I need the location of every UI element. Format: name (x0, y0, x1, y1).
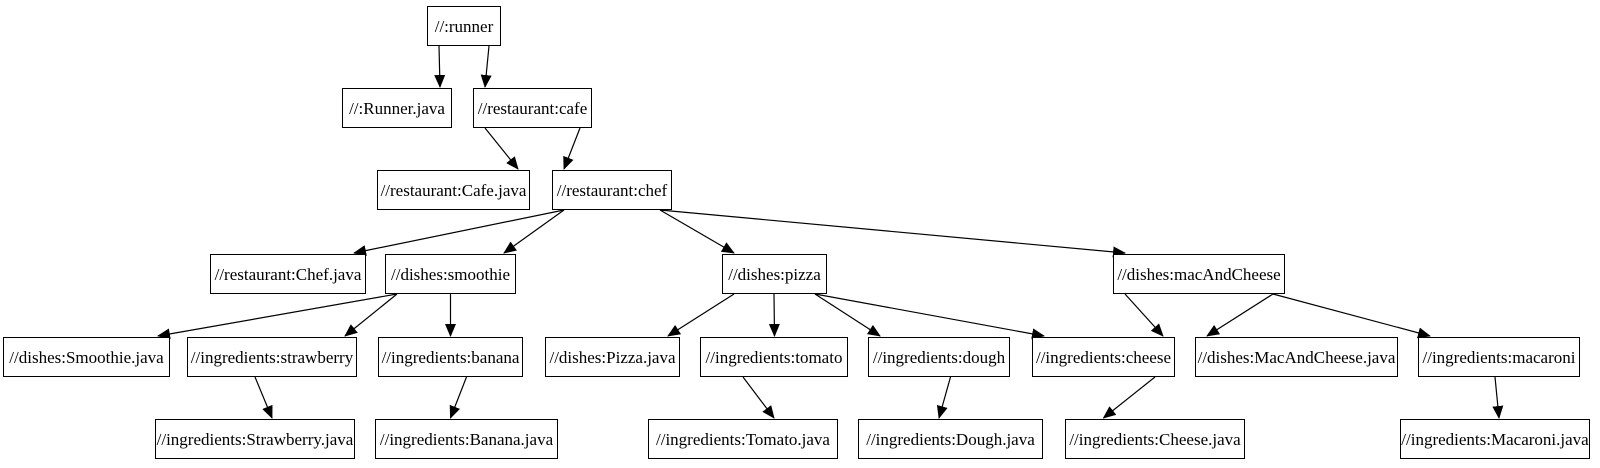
graph-node-mac_and_cheese_java: //dishes:MacAndCheese.java (1195, 337, 1398, 377)
graph-node-runner: //:runner (427, 6, 501, 46)
edge-banana-to-banana_java (449, 376, 468, 419)
graph-node-macaroni: //ingredients:macaroni (1418, 337, 1580, 377)
graph-node-pizza: //dishes:pizza (722, 254, 827, 294)
edge-chef-to-mac_and_cheese (659, 209, 1126, 258)
edge-mac_and_cheese-to-cheese (1124, 293, 1164, 337)
graph-node-cafe: //restaurant:cafe (473, 88, 592, 128)
edge-macaroni-to-macaroni_java (1492, 376, 1504, 419)
edge-smoothie-to-smoothie_java (157, 293, 398, 340)
edge-chef-to-pizza (659, 209, 735, 254)
graph-node-mac_and_cheese: //dishes:macAndCheese (1113, 254, 1285, 294)
edge-chef-to-chef_java (353, 209, 565, 256)
graph-node-banana_java: //ingredients:Banana.java (375, 419, 558, 459)
graph-node-smoothie: //dishes:smoothie (385, 254, 516, 294)
graph-node-dough_java: //ingredients:Dough.java (858, 419, 1043, 459)
graph-node-tomato: //ingredients:tomato (700, 337, 848, 377)
graph-node-macaroni_java: //ingredients:Macaroni.java (1400, 419, 1590, 459)
edge-mac_and_cheese-to-mac_and_cheese_java (1206, 293, 1274, 337)
graph-node-chef: //restaurant:chef (552, 170, 672, 210)
graph-node-cafe_java: //restaurant:Cafe.java (377, 170, 530, 210)
edge-pizza-to-pizza_java (667, 293, 735, 337)
edge-smoothie-to-strawberry (344, 293, 398, 337)
edge-runner-to-runner_java (434, 45, 446, 88)
edge-dough-to-dough_java (936, 376, 952, 419)
graph-node-runner_java: //:Runner.java (342, 88, 452, 128)
edge-strawberry-to-strawberry_java (254, 376, 273, 419)
edge-mac_and_cheese-to-macaroni (1272, 293, 1431, 339)
edge-cafe-to-cafe_java (484, 127, 519, 170)
edge-runner-to-cafe (480, 45, 492, 88)
graph-node-dough: //ingredients:dough (868, 337, 1010, 377)
graph-node-pizza_java: //dishes:Pizza.java (545, 337, 680, 377)
edge-cheese-to-cheese_java (1102, 376, 1156, 419)
edge-cafe-to-chef (563, 127, 581, 170)
graph-node-cheese_java: //ingredients:Cheese.java (1065, 419, 1245, 459)
graph-node-smoothie_java: //dishes:Smoothie.java (3, 337, 170, 377)
edge-tomato-to-tomato_java (742, 376, 775, 419)
graph-node-strawberry: //ingredients:strawberry (187, 337, 357, 377)
graph-node-chef_java: //restaurant:Chef.java (210, 254, 366, 294)
edge-chef-to-smoothie (503, 209, 565, 254)
graph-node-banana: //ingredients:banana (378, 337, 523, 377)
graph-node-cheese: //ingredients:cheese (1032, 337, 1175, 377)
edge-pizza-to-cheese (814, 293, 1045, 340)
graph-node-tomato_java: //ingredients:Tomato.java (648, 419, 838, 459)
edge-pizza-to-tomato (768, 293, 780, 337)
edge-pizza-to-dough (814, 293, 881, 337)
graph-node-strawberry_java: //ingredients:Strawberry.java (155, 419, 355, 459)
